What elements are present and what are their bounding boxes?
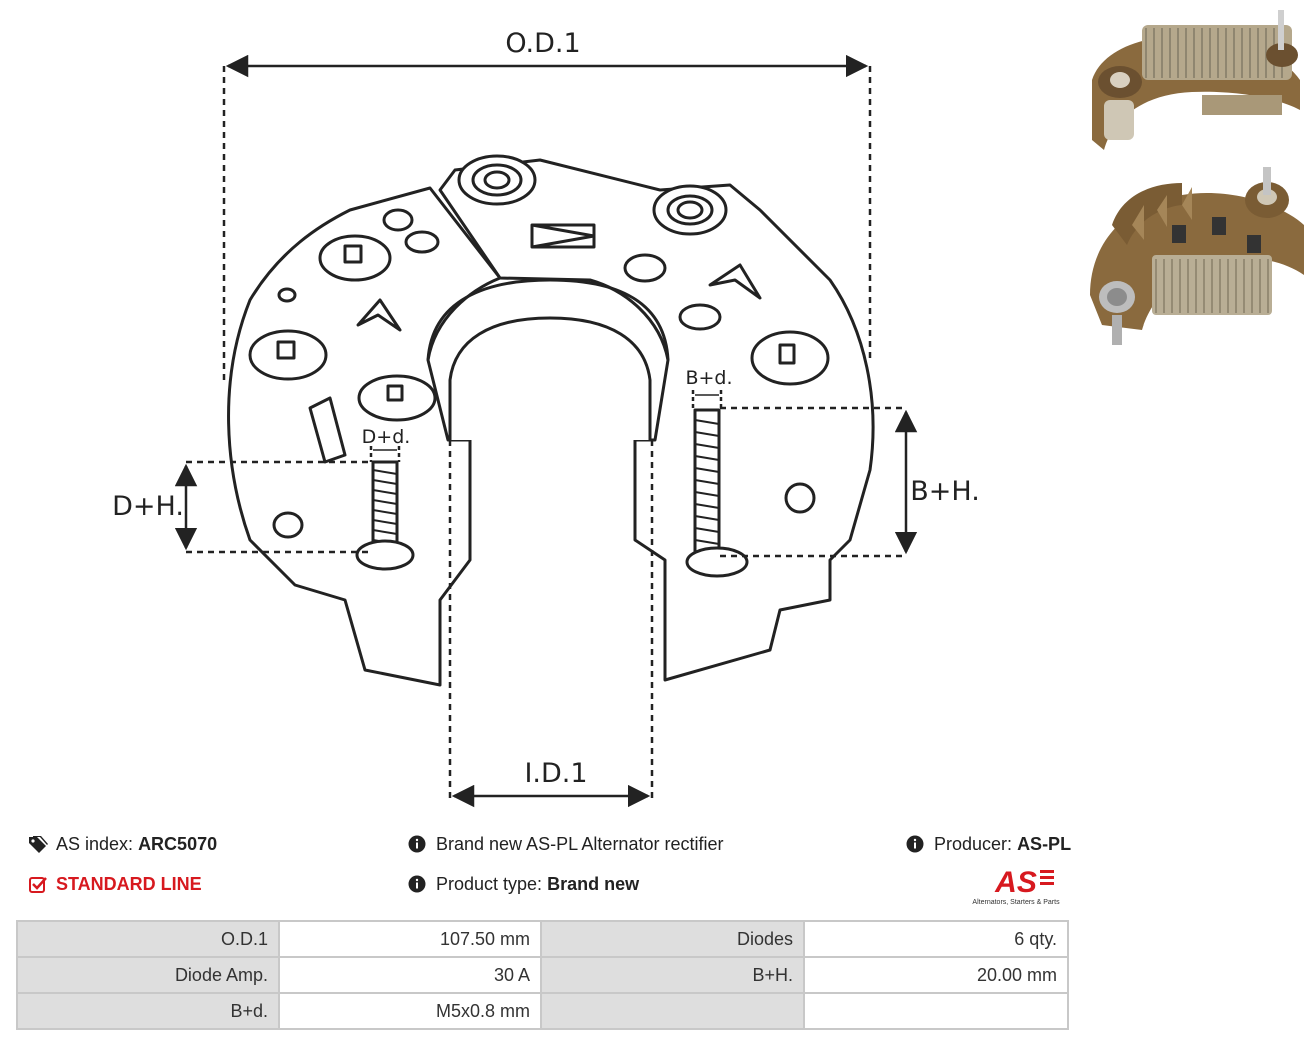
- table-row: B+d. M5x0.8 mm: [16, 992, 1069, 1030]
- description-text: Brand new AS-PL Alternator rectifier: [436, 834, 724, 854]
- spec-value: [803, 992, 1069, 1030]
- spec-label: B+H.: [540, 956, 805, 994]
- dh-label: D+H.: [112, 491, 184, 522]
- as-pl-logo: AS Alternators, Starters & Parts: [972, 866, 1060, 906]
- rectifier-outline: [227, 154, 875, 687]
- spec-label: [540, 992, 805, 1030]
- producer-value: AS-PL: [1017, 834, 1072, 854]
- description-row: Brand new AS-PL Alternator rectifier: [408, 834, 723, 855]
- id-label: I.D.1: [524, 758, 587, 789]
- check-square-icon: [28, 875, 48, 895]
- table-row: Diode Amp. 30 A B+H. 20.00 mm: [16, 956, 1069, 994]
- spec-label: B+d.: [16, 992, 280, 1030]
- product-type-label: Product type:: [436, 874, 543, 894]
- info-circle-icon: [906, 835, 926, 855]
- product-type-value: Brand new: [547, 874, 640, 894]
- producer-label: Producer:: [934, 834, 1013, 854]
- standard-line-label: STANDARD LINE: [56, 874, 202, 894]
- product-photo-bottom: [1090, 167, 1304, 345]
- as-index-row: AS index: ARC5070: [28, 834, 217, 855]
- product-photo-top: [1092, 10, 1300, 150]
- spec-value: 30 A: [278, 956, 542, 994]
- dd-label: D+d.: [362, 426, 411, 448]
- product-type-row: Product type: Brand new: [408, 874, 639, 895]
- info-circle-icon: [408, 875, 428, 895]
- spec-label: O.D.1: [16, 920, 280, 958]
- dimension-lines: [174, 54, 918, 808]
- standard-line-row: STANDARD LINE: [28, 874, 202, 895]
- bh-label: B+H.: [910, 476, 980, 507]
- spec-value: 20.00 mm: [803, 956, 1069, 994]
- bd-label: B+d.: [685, 367, 732, 389]
- spec-value: 6 qty.: [803, 920, 1069, 958]
- table-row: O.D.1 107.50 mm Diodes 6 qty.: [16, 920, 1069, 958]
- producer-row: Producer: AS-PL: [906, 834, 1071, 855]
- spec-label: Diodes: [540, 920, 805, 958]
- specs-table: O.D.1 107.50 mm Diodes 6 qty. Diode Amp.…: [16, 920, 1069, 1030]
- as-index-label: AS index:: [56, 834, 134, 854]
- technical-drawing: O.D.1 I.D.1 D+H. D+d. B+H. B+d.: [112, 28, 980, 808]
- info-circle-icon: [408, 835, 428, 855]
- od-label: O.D.1: [505, 28, 580, 59]
- svg-text:AS: AS: [994, 866, 1037, 899]
- spec-value: M5x0.8 mm: [278, 992, 542, 1030]
- tags-icon: [28, 835, 48, 855]
- as-index-value: ARC5070: [138, 834, 218, 854]
- spec-value: 107.50 mm: [278, 920, 542, 958]
- svg-text:Alternators, Starters & Parts: Alternators, Starters & Parts: [972, 899, 1060, 906]
- spec-label: Diode Amp.: [16, 956, 280, 994]
